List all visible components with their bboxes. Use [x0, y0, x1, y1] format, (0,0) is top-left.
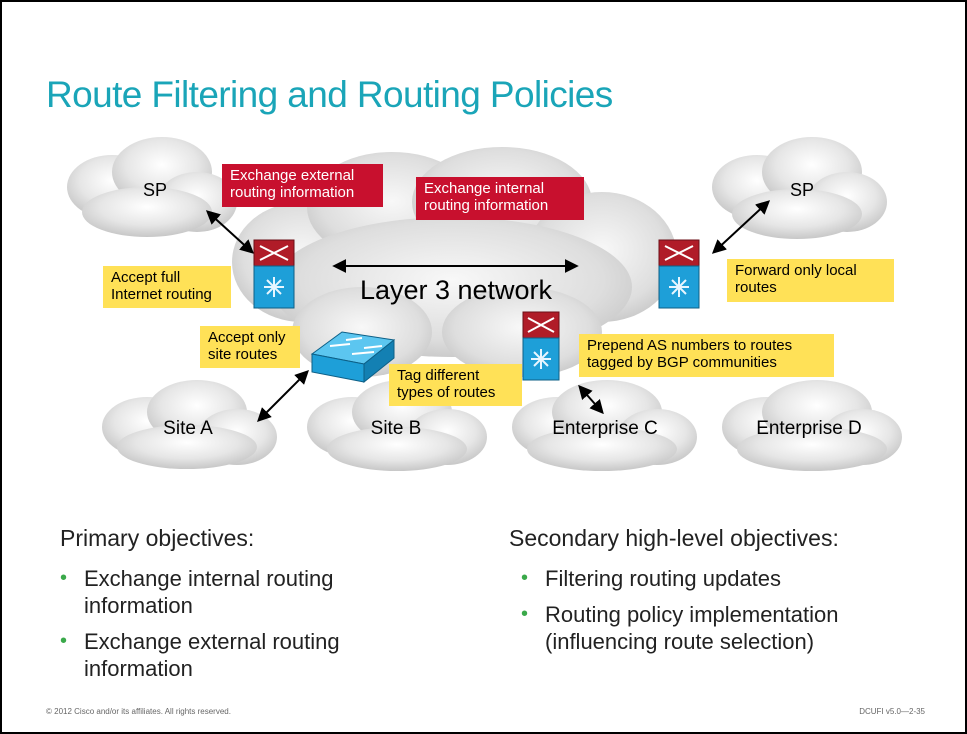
slide-title: Route Filtering and Routing Policies	[46, 74, 613, 115]
router-right-icon	[658, 239, 700, 309]
list-item: Routing policy implementation (influenci…	[521, 601, 839, 655]
copyright-text: © 2012 Cisco and/or its affiliates. All …	[46, 707, 231, 716]
callout-prepend-as: Prepend AS numbers to routes tagged by B…	[579, 334, 834, 377]
site-a-label: Site A	[163, 418, 213, 439]
router-enterprise-c-icon	[522, 311, 560, 381]
enterprise-c-cloud	[512, 380, 697, 471]
arrow-sp-right-router	[711, 200, 771, 254]
callout-accept-full: Accept full Internet routing	[103, 266, 231, 308]
callout-tag-different: Tag different types of routes	[389, 364, 522, 406]
secondary-objectives-heading: Secondary high-level objectives:	[509, 525, 839, 551]
sp-left-label: SP	[143, 180, 167, 200]
sp-right-cloud	[712, 137, 887, 239]
network-diagram: SP SP Layer 3 network Site A Site B Ente…	[67, 137, 902, 471]
list-item: Exchange internal routing information	[60, 565, 340, 619]
site-b-label: Site B	[371, 418, 422, 439]
arrow-enterprise-c-router	[578, 384, 604, 415]
layer3-switch-icon	[310, 331, 396, 384]
sp-right-label: SP	[790, 180, 814, 200]
callout-exchange-internal: Exchange internal routing information	[416, 177, 584, 220]
course-code: DCUFI v5.0—2-35	[859, 707, 925, 716]
callout-accept-only: Accept only site routes	[200, 326, 300, 368]
list-item: Exchange external routing information	[60, 628, 340, 682]
primary-objectives-heading: Primary objectives:	[60, 525, 255, 551]
callout-exchange-external: Exchange external routing information	[222, 164, 383, 207]
list-item: Filtering routing updates	[521, 565, 839, 592]
arrow-site-a-switch	[257, 370, 309, 422]
layer3-network-label: Layer 3 network	[360, 275, 553, 305]
enterprise-c-label: Enterprise C	[552, 418, 658, 439]
arrow-sp-left-router	[205, 210, 255, 254]
enterprise-d-label: Enterprise D	[756, 418, 862, 439]
sp-left-cloud	[67, 137, 237, 237]
site-a-cloud	[102, 380, 277, 469]
secondary-objectives-list: Filtering routing updates Routing policy…	[521, 565, 839, 664]
enterprise-d-cloud	[722, 380, 902, 471]
callout-forward-only: Forward only local routes	[727, 259, 894, 302]
router-left-icon	[253, 239, 295, 309]
primary-objectives-list: Exchange internal routing information Ex…	[60, 565, 340, 691]
